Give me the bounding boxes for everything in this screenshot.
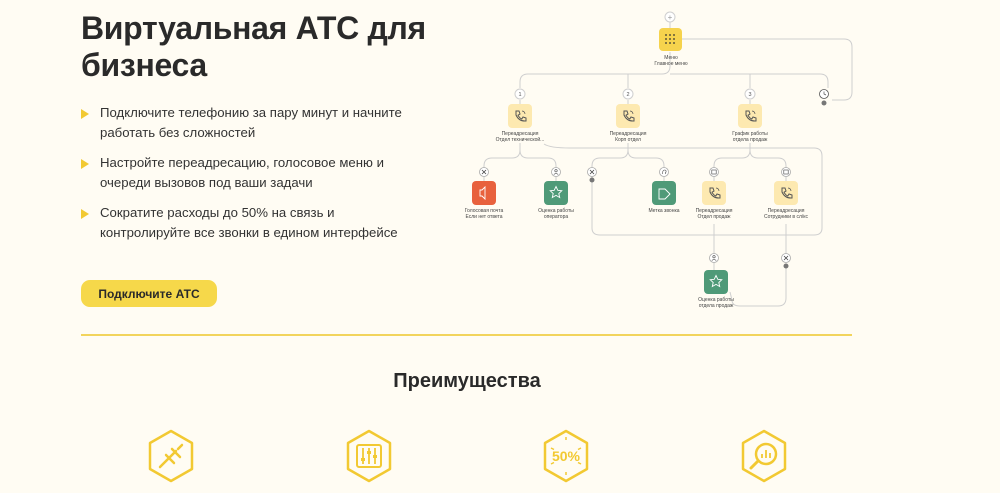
step-circle-1: 1 xyxy=(514,88,526,100)
svg-text:Корп отдел: Корп отдел xyxy=(615,137,641,143)
svg-text:отдела продаж: отдела продаж xyxy=(699,303,734,309)
hero-title: Виртуальная АТС для бизнеса xyxy=(81,10,426,83)
step-circle-3: 3 xyxy=(744,88,756,100)
flow-node-rating-sales[interactable]: Оценка работы отдела продаж xyxy=(698,270,734,309)
feature-text: Сократите расходы до 50% на связь и конт… xyxy=(100,205,398,240)
no-answer-icon xyxy=(479,167,489,177)
svg-text:2: 2 xyxy=(626,92,629,98)
no-answer-icon xyxy=(781,253,791,269)
flow-node-redirect-sales[interactable]: Переадресация Отдел продаж xyxy=(696,181,733,220)
person-icon xyxy=(551,167,561,177)
svg-text:Переадресация: Переадресация xyxy=(610,131,647,137)
discount-50-icon: 50% xyxy=(543,429,589,483)
flow-node-rating-operator[interactable]: Оценка работы оператора xyxy=(538,181,574,220)
bullet-triangle-icon xyxy=(81,209,89,219)
star-icon xyxy=(709,274,723,288)
flow-node-schedule-sales[interactable]: График работы отдела продаж xyxy=(732,104,768,143)
advantages-title: Преимущества xyxy=(393,370,541,392)
clock-icon xyxy=(819,89,829,106)
svg-text:Отдел продаж: Отдел продаж xyxy=(697,214,731,220)
svg-text:Оценка работы: Оценка работы xyxy=(538,208,574,214)
svg-text:отдела продаж: отдела продаж xyxy=(733,137,768,143)
star-icon xyxy=(549,185,563,199)
svg-text:1: 1 xyxy=(518,92,521,98)
tag-icon xyxy=(658,188,671,200)
flow-node-main-menu[interactable]: Меню Главное меню xyxy=(654,28,688,67)
discount-label: 50% xyxy=(552,448,581,464)
speaker-icon xyxy=(479,185,486,201)
svg-text:График работы: График работы xyxy=(732,131,768,137)
step-circle-2: 2 xyxy=(622,88,634,100)
flow-node-call-tag[interactable]: Метка звонка xyxy=(648,181,680,214)
person-icon xyxy=(709,253,719,263)
section-divider xyxy=(81,334,852,336)
svg-text:Метка звонка: Метка звонка xyxy=(648,208,679,214)
plug-icon xyxy=(148,429,194,483)
svg-text:оператора: оператора xyxy=(544,214,569,220)
feature-item: Сократите расходы до 50% на связь и конт… xyxy=(81,203,411,242)
connect-pbx-button[interactable]: Подключите АТС xyxy=(81,280,217,307)
call-flow-diagram: + Меню Главное меню 1 2 3 Переадресация … xyxy=(465,11,853,309)
svg-text:3: 3 xyxy=(748,92,751,98)
no-answer-icon xyxy=(587,167,597,183)
svg-text:Оценка работы: Оценка работы xyxy=(698,297,734,303)
flow-node-voicemail[interactable]: Голосовая почта Если нет ответа xyxy=(465,181,504,220)
svg-text:Переадресация: Переадресация xyxy=(768,208,805,214)
ear-icon xyxy=(659,167,669,177)
svg-text:Переадресация: Переадресация xyxy=(502,131,539,137)
svg-text:Голосовая почта: Голосовая почта xyxy=(465,208,504,214)
bullet-triangle-icon xyxy=(81,159,89,169)
feature-item: Подключите телефонию за пару минут и нач… xyxy=(81,103,411,142)
node-title: Меню xyxy=(664,55,678,61)
sliders-icon xyxy=(346,429,392,483)
svg-text:Сотрудники в сл/кс: Сотрудники в сл/кс xyxy=(764,214,809,220)
calendar-icon xyxy=(781,167,791,177)
feature-list: Подключите телефонию за пару минут и нач… xyxy=(81,103,411,253)
bullet-triangle-icon xyxy=(81,109,89,119)
flow-node-redirect-tech[interactable]: Переадресация Отдел технической... xyxy=(496,104,545,143)
add-node-button[interactable]: + xyxy=(664,11,676,23)
node-subtitle: Главное меню xyxy=(654,61,687,67)
menu-dialpad-icon xyxy=(665,34,675,44)
calendar-icon xyxy=(709,167,719,177)
svg-text:Переадресация: Переадресация xyxy=(696,208,733,214)
flow-node-redirect-cc[interactable]: Переадресация Сотрудники в сл/кс xyxy=(764,181,809,220)
feature-item: Настройте переадресацию, голосовое меню … xyxy=(81,153,411,192)
svg-text:Отдел технической...: Отдел технической... xyxy=(496,136,545,143)
feature-text: Настройте переадресацию, голосовое меню … xyxy=(100,155,384,190)
feature-text: Подключите телефонию за пару минут и нач… xyxy=(100,105,402,140)
svg-text:+: + xyxy=(668,13,673,22)
flow-node-redirect-corp[interactable]: Переадресация Корп отдел xyxy=(610,104,647,143)
svg-text:Если нет ответа: Если нет ответа xyxy=(465,214,502,220)
analytics-search-icon xyxy=(741,429,787,483)
